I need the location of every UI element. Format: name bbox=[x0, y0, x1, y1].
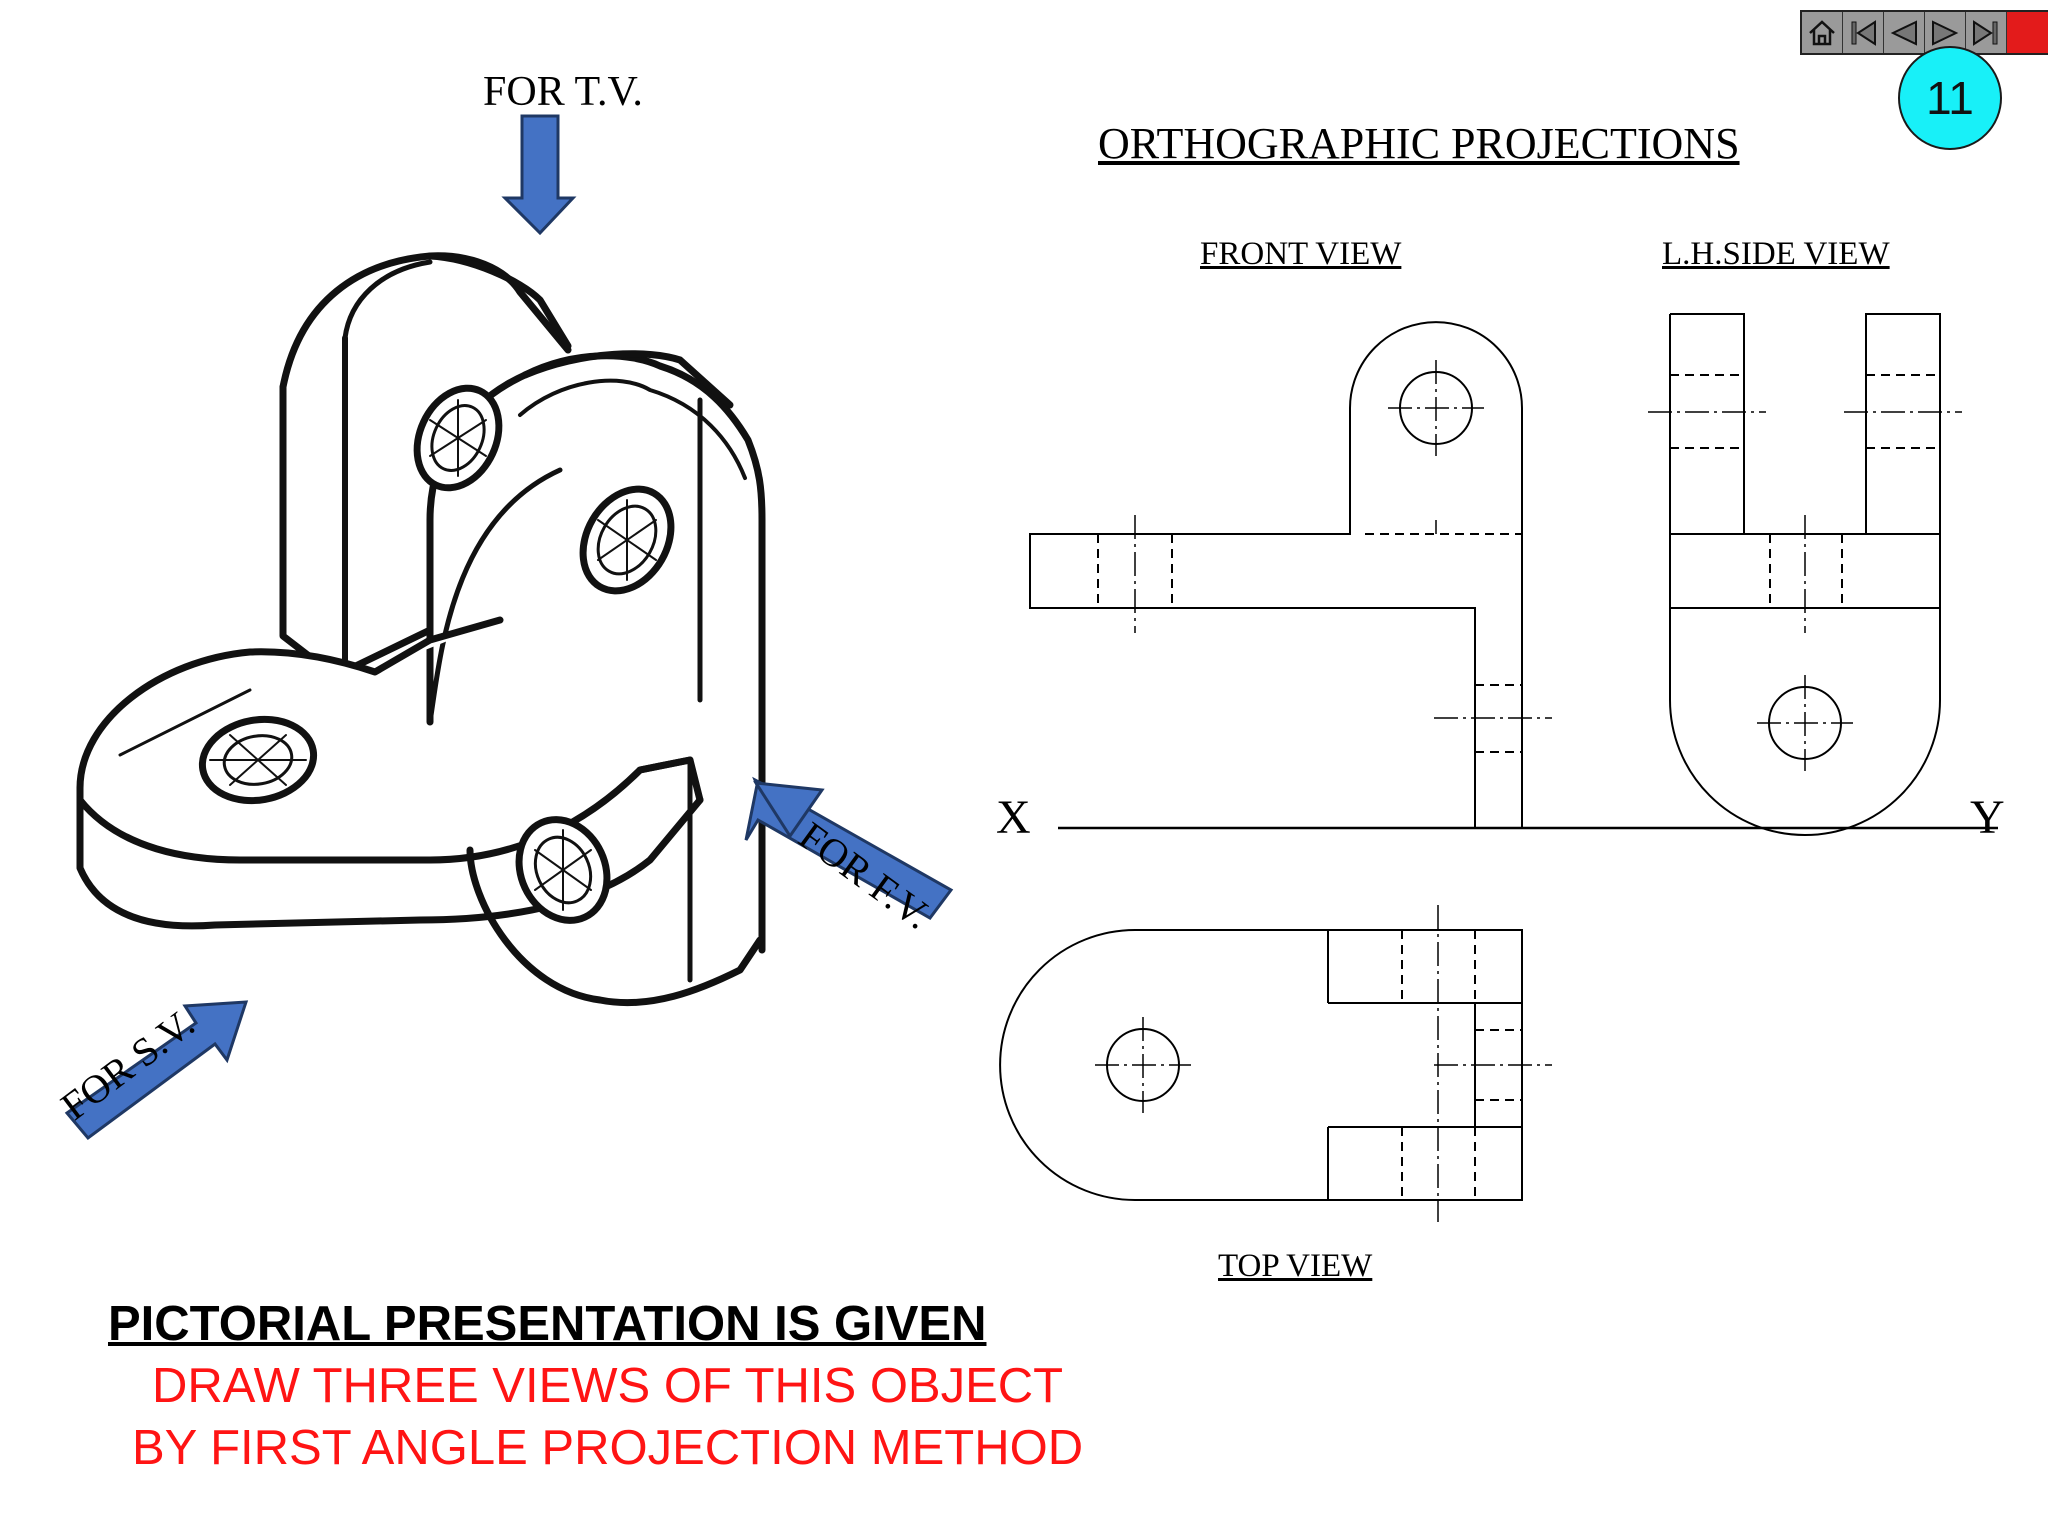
stop-button[interactable] bbox=[2007, 12, 2048, 53]
top-view-drawing bbox=[999, 905, 1552, 1222]
top-view-title: TOP VIEW bbox=[1218, 1248, 1373, 1284]
for-tv-label: FOR T.V. bbox=[483, 69, 643, 115]
arrow-side-view bbox=[64, 1000, 249, 1141]
instruction-heading: PICTORIAL PRESENTATION IS GIVEN bbox=[108, 1297, 987, 1351]
y-label: Y bbox=[1970, 791, 2005, 844]
navigation-bar bbox=[1800, 10, 2048, 55]
first-slide-button[interactable] bbox=[1843, 12, 1884, 53]
arrow-top-view bbox=[501, 114, 577, 236]
side-view-title: L.H.SIDE VIEW bbox=[1662, 236, 1890, 272]
previous-slide-button[interactable] bbox=[1884, 12, 1925, 53]
first-icon bbox=[1851, 19, 1876, 46]
x-label: X bbox=[996, 791, 1031, 844]
front-view-title: FRONT VIEW bbox=[1200, 236, 1402, 272]
last-icon bbox=[1973, 19, 1998, 46]
orthographic-projections-title: ORTHOGRAPHIC PROJECTIONS bbox=[1098, 119, 1740, 168]
arrow-front-view bbox=[744, 776, 954, 920]
instruction-line-1: DRAW THREE VIEWS OF THIS OBJECT bbox=[152, 1359, 1064, 1413]
previous-icon bbox=[1890, 19, 1917, 46]
front-view-drawing bbox=[1029, 321, 1552, 829]
side-view-drawing bbox=[1648, 313, 1962, 836]
slide-number-badge: 11 bbox=[1898, 46, 2002, 150]
next-icon bbox=[1932, 19, 1959, 46]
pictorial-object bbox=[76, 252, 766, 1007]
home-icon bbox=[1809, 19, 1835, 45]
next-slide-button[interactable] bbox=[1925, 12, 1966, 53]
home-button[interactable] bbox=[1802, 12, 1843, 53]
instruction-line-2: BY FIRST ANGLE PROJECTION METHOD bbox=[132, 1421, 1084, 1475]
last-slide-button[interactable] bbox=[1966, 12, 2007, 53]
